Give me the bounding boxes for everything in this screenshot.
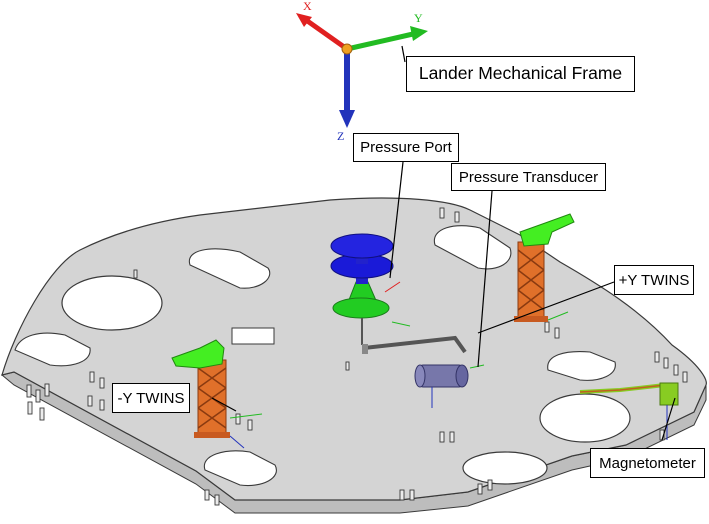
y-axis-arrowhead bbox=[410, 26, 428, 41]
leader-frame bbox=[401, 45, 406, 63]
port-disc-upper bbox=[330, 233, 394, 259]
callout-pressure-port: Pressure Port bbox=[353, 133, 459, 162]
y-axis-label: Y bbox=[414, 11, 423, 25]
z-axis-arrowhead bbox=[339, 110, 355, 128]
plus-y-twins-mast bbox=[514, 213, 575, 322]
magnetometer-sensor bbox=[659, 382, 679, 406]
pressure-transducer-assembly bbox=[362, 335, 485, 408]
callout-minus-y-twins: -Y TWINS bbox=[112, 383, 190, 413]
deck-slot-top-left bbox=[188, 248, 271, 289]
minus-y-twins-mast bbox=[171, 339, 263, 449]
y-axis-arrow bbox=[346, 31, 414, 52]
port-flange bbox=[332, 297, 390, 319]
minus-y-twins-head bbox=[171, 339, 225, 369]
leader-plus-y-twins bbox=[477, 281, 615, 334]
coordinate-triad bbox=[296, 13, 428, 128]
triad-origin bbox=[341, 43, 353, 55]
callout-magnetometer: Magnetometer bbox=[590, 448, 705, 478]
leader-magnetometer bbox=[661, 397, 676, 441]
plus-y-twins-head bbox=[519, 213, 575, 247]
leader-minus-y-twins bbox=[211, 397, 237, 412]
pressure-port-assembly bbox=[330, 233, 411, 345]
deck-hole-bottom-right bbox=[462, 451, 548, 485]
x-axis-label: X bbox=[303, 0, 312, 13]
callout-lander-mechanical-frame: Lander Mechanical Frame bbox=[406, 56, 635, 92]
x-axis-arrow bbox=[304, 17, 349, 52]
deck-hole-right bbox=[539, 393, 631, 443]
magnetometer-assembly bbox=[579, 382, 679, 440]
deck-hole-left bbox=[61, 275, 163, 331]
callout-pressure-transducer: Pressure Transducer bbox=[451, 163, 606, 191]
leader-pressure-transducer bbox=[477, 190, 493, 368]
deck-slot-top-right bbox=[433, 225, 512, 270]
leader-pressure-port bbox=[389, 161, 404, 279]
deck-slot-right bbox=[547, 351, 616, 381]
x-axis-arrowhead bbox=[296, 13, 312, 27]
deck-rect-cutout bbox=[231, 327, 275, 345]
callout-leaders bbox=[211, 45, 676, 441]
callout-plus-y-twins: +Y TWINS bbox=[614, 265, 694, 295]
z-axis-label: Z bbox=[337, 129, 345, 143]
deck-standoffs bbox=[26, 207, 688, 506]
deck-slot-bottom-center bbox=[203, 450, 277, 487]
deck-slot-left bbox=[14, 332, 91, 367]
